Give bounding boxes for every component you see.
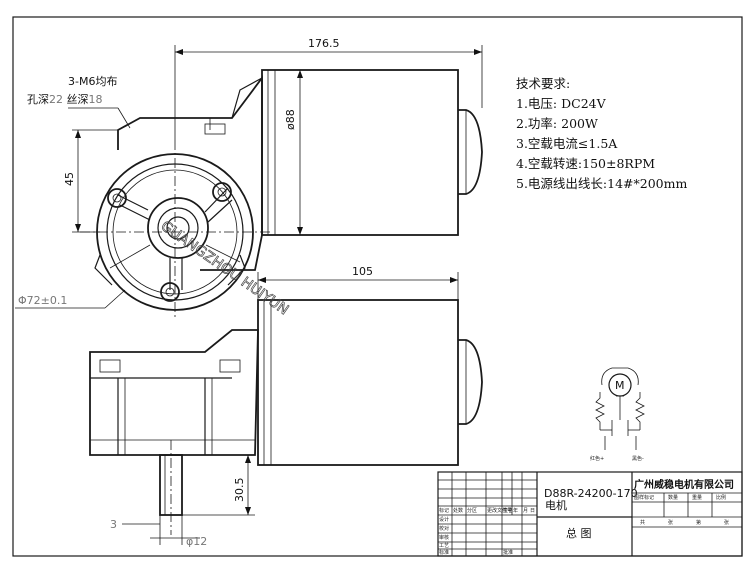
right-header-scale: 比例: [716, 494, 726, 501]
header-month: 月: [523, 508, 528, 514]
spec-item-2: 2.功率: 200W: [516, 116, 598, 131]
header-day: 日: [530, 508, 535, 514]
sheet-total: 共: [640, 519, 645, 526]
model-number: D88R-24200-170: [544, 487, 638, 500]
sheet-unit-2: 张: [724, 519, 729, 526]
right-header-weight: 重量: [692, 494, 702, 501]
mounting-note-line1: 3-M6均布: [68, 75, 117, 88]
product-name: 电机: [545, 498, 567, 512]
dim-shaft-diameter: φ12: [186, 535, 207, 548]
dim-key-offset: 3: [110, 518, 117, 531]
title-block: [437, 471, 743, 557]
row-label-design: 设计: [439, 516, 449, 523]
header-count: 处数: [453, 507, 463, 514]
row-label-mark: 标记: [439, 507, 449, 514]
dimension-lines: [15, 45, 483, 545]
header-zone: 分区: [467, 507, 477, 514]
mount-hole-right: [212, 182, 232, 202]
right-header-mark: 图样标记: [634, 494, 654, 501]
company-name: 广州威稳电机有限公司: [634, 478, 734, 491]
spec-item-3: 3.空载电流≤1.5A: [516, 136, 618, 151]
dim-shaft-height: 30.5: [233, 478, 246, 503]
dim-body-diameter: ø88: [284, 109, 297, 130]
output-hub: [147, 197, 209, 259]
dim-body-length: 105: [352, 265, 373, 278]
approve-label: 批准: [503, 549, 513, 556]
row-label-check: 校对: [439, 525, 449, 532]
wire-black-label: 黑色-: [632, 455, 644, 462]
drawing-type: 总 图: [566, 526, 592, 540]
header-change-doc: 更改文件号: [487, 507, 512, 514]
sheet-unit-1: 张: [668, 519, 673, 526]
technical-requirements: 技术要求: 1.电压: DC24V 2.功率: 200W 3.空载电流≤1.5A…: [516, 76, 687, 191]
dim-mount-spacing: 45: [63, 172, 76, 186]
wiring-diagram: M 红色+ 黑色-: [590, 367, 645, 462]
svg-text:M: M: [615, 379, 625, 392]
side-view: [89, 299, 483, 535]
wire-red-label: 红色+: [590, 455, 604, 462]
sheet-number: 第: [696, 519, 701, 526]
front-view: [80, 69, 483, 320]
dim-flange-diameter: Φ72±0.1: [18, 294, 67, 307]
watermark: GUANGZHOU HUIYUN: [158, 218, 292, 318]
spec-item-1: 1.电压: DC24V: [516, 96, 607, 111]
row-label-process: 工艺: [439, 543, 449, 549]
specs-title: 技术要求:: [516, 76, 570, 91]
drawing-frame: [12, 16, 743, 557]
dim-total-length: 176.5: [308, 37, 340, 50]
header-sign: 签名: [503, 507, 513, 514]
row-label-review: 审核: [439, 534, 449, 541]
mounting-note-line2: 孔深22 丝深18: [27, 93, 103, 106]
row-label-standard: 标准: [439, 549, 449, 556]
mount-hole-left: [107, 188, 127, 208]
right-header-qty: 数量: [668, 494, 678, 501]
mount-hole-bottom: [160, 282, 180, 302]
spec-item-5: 5.电源线出线长:14#*200mm: [516, 176, 687, 191]
spec-item-4: 4.空载转速:150±8RPM: [516, 156, 655, 171]
header-year: 年: [513, 507, 518, 514]
